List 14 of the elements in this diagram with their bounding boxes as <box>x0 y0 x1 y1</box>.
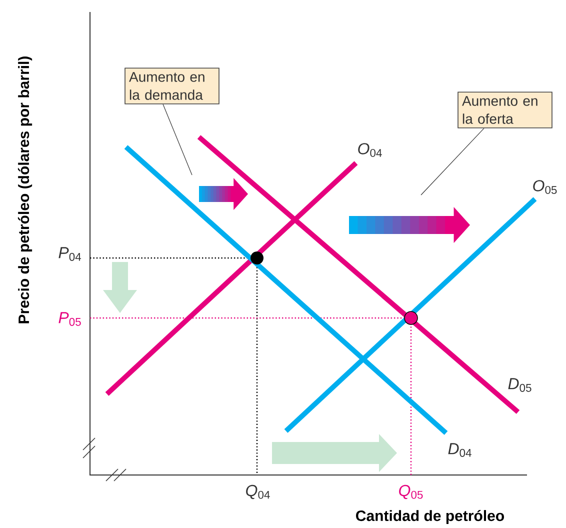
curve-label: O$_{04}$ <box>358 143 382 157</box>
curve-label: O$_{05}$ <box>533 180 557 194</box>
quantity-label: Q$_{04}$ <box>246 484 270 500</box>
callout-box: Aumento en la demanda <box>124 68 220 104</box>
callout-box: Aumento en la oferta <box>458 92 552 128</box>
price-label: P$_{04}$ <box>58 247 81 261</box>
price-label: P$_{05}$ <box>58 312 81 326</box>
leader-line <box>420 128 484 196</box>
quantity-label: Q$_{05}$ <box>399 484 423 500</box>
curve-label: D$_{04}$ <box>448 443 472 457</box>
axis-title: Precio de petróleo (dólares por barril) <box>18 56 32 324</box>
axis-title: Cantidad de petróleo <box>356 510 504 524</box>
curve-label: D$_{05}$ <box>508 378 532 392</box>
leader-line <box>162 104 192 176</box>
